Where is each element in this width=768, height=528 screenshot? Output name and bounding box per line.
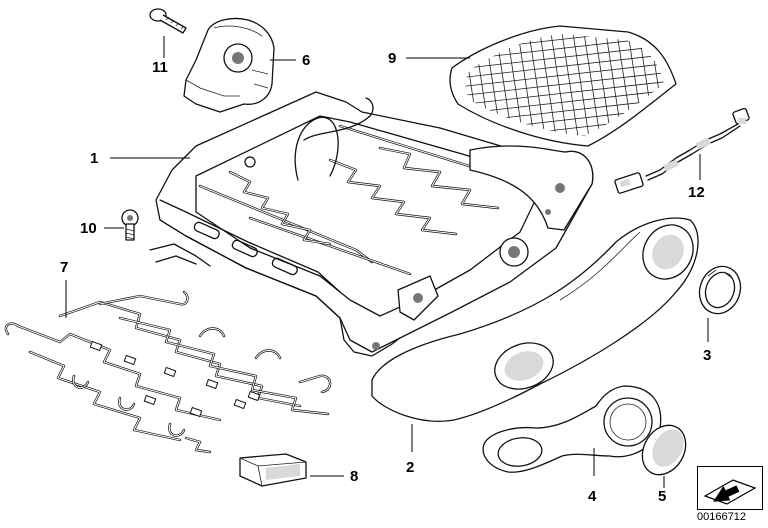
trim-4 (482, 385, 662, 473)
callout-4: 4 (588, 488, 597, 505)
connector-8 (239, 453, 307, 487)
callout-6: 6 (302, 52, 311, 69)
seat-frame-1 (149, 91, 594, 357)
cap-5 (641, 424, 687, 476)
callout-5: 5 (658, 488, 667, 505)
cover-6 (183, 17, 275, 113)
callout-7: 7 (60, 259, 69, 276)
bolt-11 (149, 8, 187, 34)
spring-mat-7 (4, 290, 332, 454)
reference-number: 00166712 (697, 511, 746, 523)
callout-9: 9 (388, 50, 397, 67)
callout-2: 2 (406, 459, 415, 476)
cable-12 (614, 107, 750, 194)
callout-11: 11 (152, 59, 168, 76)
trim-2 (371, 217, 699, 422)
callout-1: 1 (90, 150, 99, 167)
catalog-arrow-icon (697, 466, 763, 510)
ring-3 (698, 265, 742, 315)
callout-3: 3 (703, 347, 712, 364)
callout-8: 8 (350, 468, 359, 485)
leader-lines (65, 36, 709, 488)
screw-10 (121, 209, 139, 241)
callout-10: 10 (80, 220, 97, 237)
heating-pad-9 (449, 25, 677, 147)
callout-12: 12 (688, 184, 705, 201)
